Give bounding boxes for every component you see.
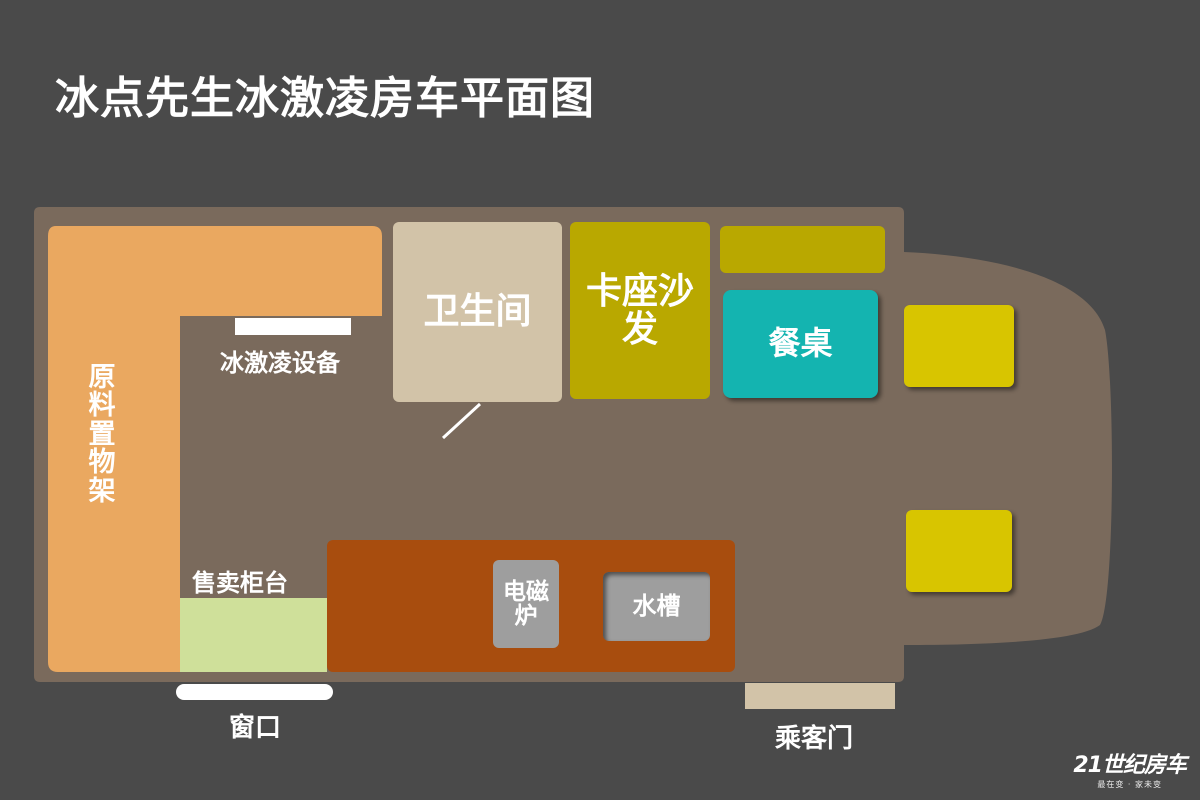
window-label: 窗口 (229, 713, 282, 743)
front-seat-right (904, 305, 1014, 387)
induction-cooker: 电磁炉 (493, 560, 559, 648)
ice-cream-equipment (235, 318, 351, 335)
sofa: 卡座沙发 (570, 222, 710, 399)
page-title: 冰点先生冰激凌房车平面图 (55, 73, 595, 124)
sales-counter (180, 598, 327, 672)
ice-cream-equipment-label: 冰激凌设备 (220, 349, 340, 377)
logo-text: 21世纪房车 (1073, 753, 1187, 778)
door-swing-line (441, 402, 482, 440)
sink: 水槽 (603, 572, 710, 641)
bench-strip (720, 226, 885, 273)
brand-logo: 21世纪房车 最在变 · 家未变 (1073, 747, 1187, 790)
bathroom: 卫生间 (393, 222, 562, 402)
window (176, 684, 333, 700)
dining-table: 餐桌 (723, 290, 878, 398)
shelf-area (48, 226, 382, 672)
front-seat-left (906, 510, 1012, 592)
logo-slogan: 最在变 · 家未变 (1097, 780, 1162, 789)
passenger-door-label: 乘客门 (775, 724, 854, 754)
passenger-door (745, 683, 895, 709)
sales-counter-label: 售卖柜台 (192, 569, 288, 597)
shelf-label: 原料置物架 (88, 362, 116, 507)
